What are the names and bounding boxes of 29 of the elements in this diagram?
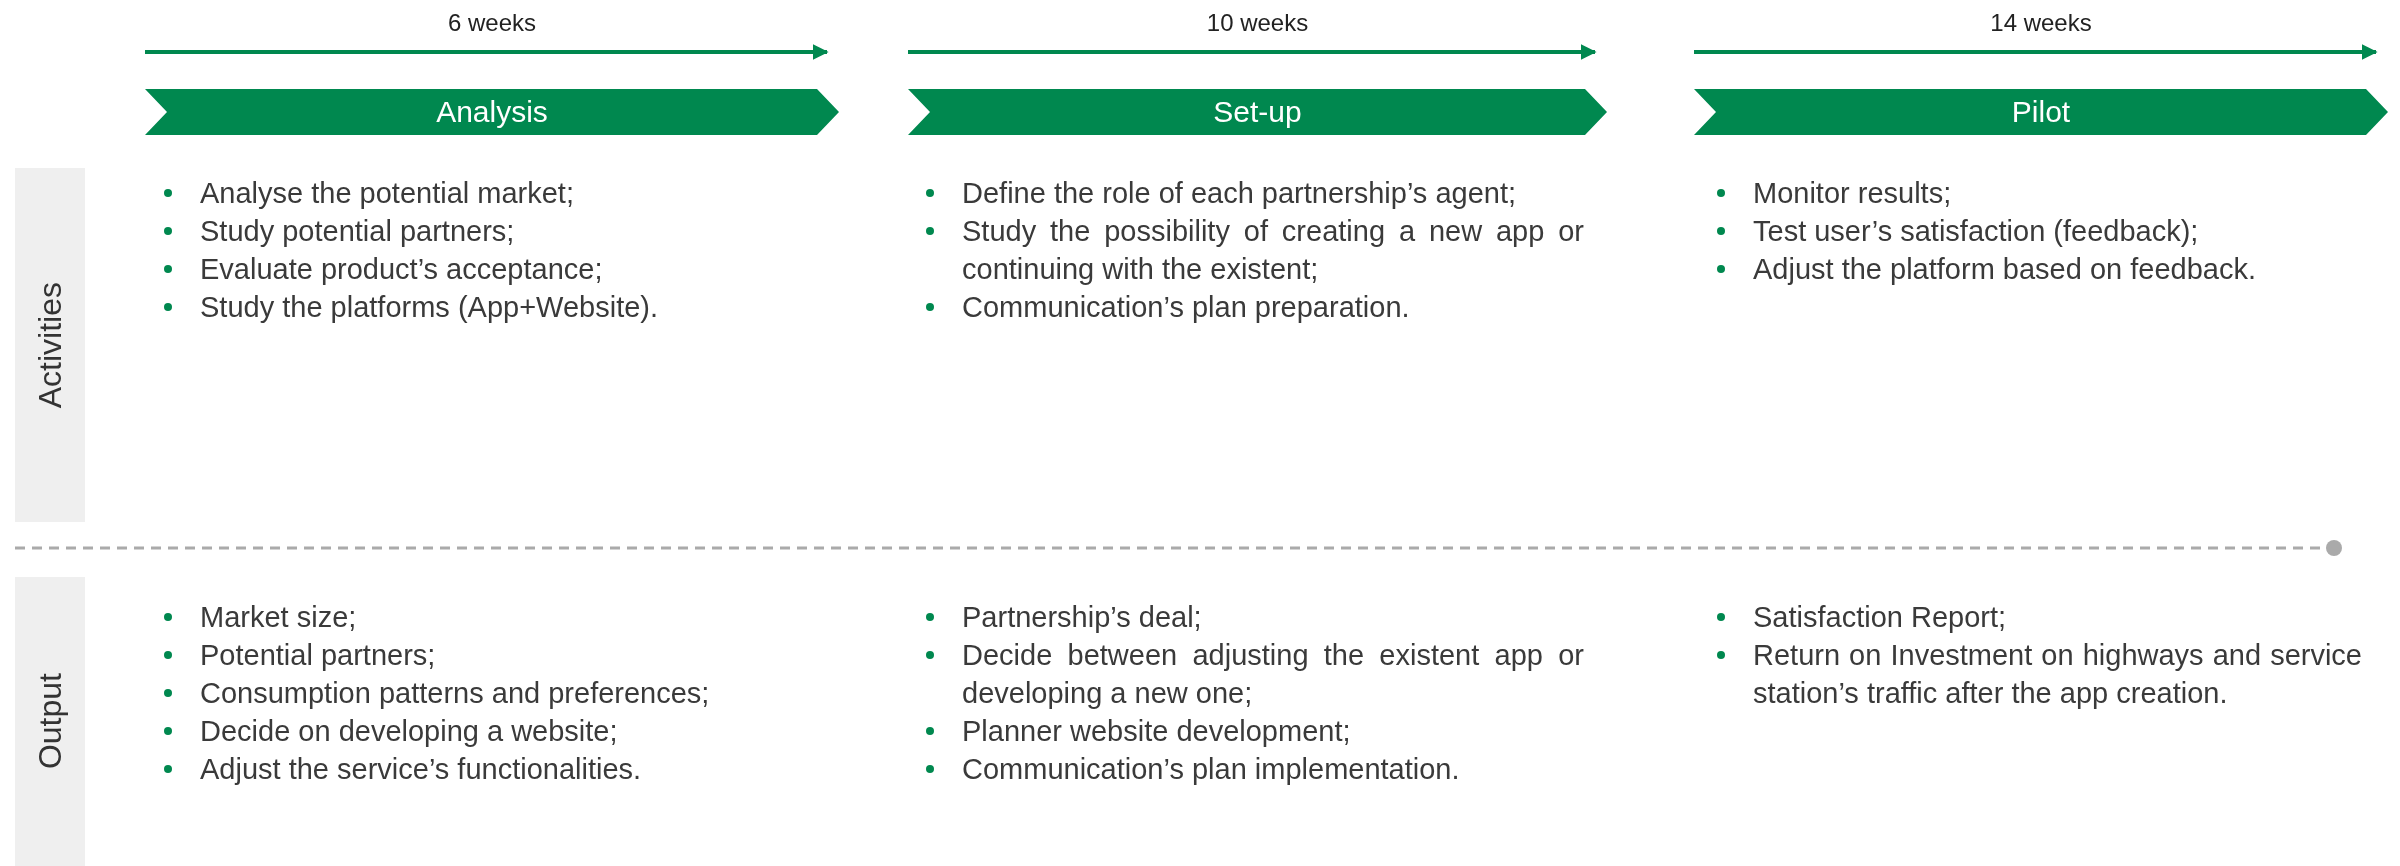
- bullet-item: Potential partners;: [200, 638, 437, 673]
- bullet-item: Adjust the service’s functionalities.: [200, 752, 643, 787]
- bullet-item: Satisfaction Report;: [1753, 600, 2008, 635]
- bullet-item: Adjust the platform based on feedback.: [1753, 252, 2257, 287]
- bullet-item: Communication’s plan preparation.: [962, 290, 1411, 325]
- row-header: Activities: [31, 281, 69, 409]
- duration-label: 6 weeks: [448, 9, 536, 37]
- bullet-item: Study the platforms (App+Website).: [200, 290, 660, 325]
- bullet-item: Study the possibility of creating a new app or continuing with the existent;: [962, 214, 1584, 287]
- phase-title: Set-up: [1213, 95, 1302, 129]
- phase-title: Analysis: [436, 95, 548, 129]
- bullet-item: Analyse the potential market;: [200, 176, 575, 211]
- bullet-item: Planner website development;: [962, 714, 1352, 749]
- bullet-item: Market size;: [200, 600, 358, 635]
- bullet-item: Partnership’s deal;: [962, 600, 1203, 635]
- bullet-item: Evaluate product’s acceptance;: [200, 252, 604, 287]
- bullet-item: Monitor results;: [1753, 176, 1953, 211]
- row-header: Output: [31, 673, 69, 770]
- bullet-item: Consumption patterns and preferences;: [200, 676, 711, 711]
- bullet-item: Decide between adjusting the existent app or developing a new one;: [962, 638, 1584, 711]
- bullet-item: Test user’s satisfaction (feedback);: [1753, 214, 2200, 249]
- duration-label: 10 weeks: [1206, 9, 1309, 37]
- bullet-item: Define the role of each partnership’s agent;: [962, 176, 1518, 211]
- phase-title: Pilot: [2011, 95, 2071, 129]
- bullet-item: Decide on developing a website;: [200, 714, 619, 749]
- bullet-item: Return on Investment on highways and service station’s traffic after the app creation.: [1753, 638, 2362, 711]
- bullet-item: Study potential partners;: [200, 214, 516, 249]
- duration-label: 14 weeks: [1990, 9, 2092, 37]
- bullet-item: Communication’s plan implementation.: [962, 752, 1461, 787]
